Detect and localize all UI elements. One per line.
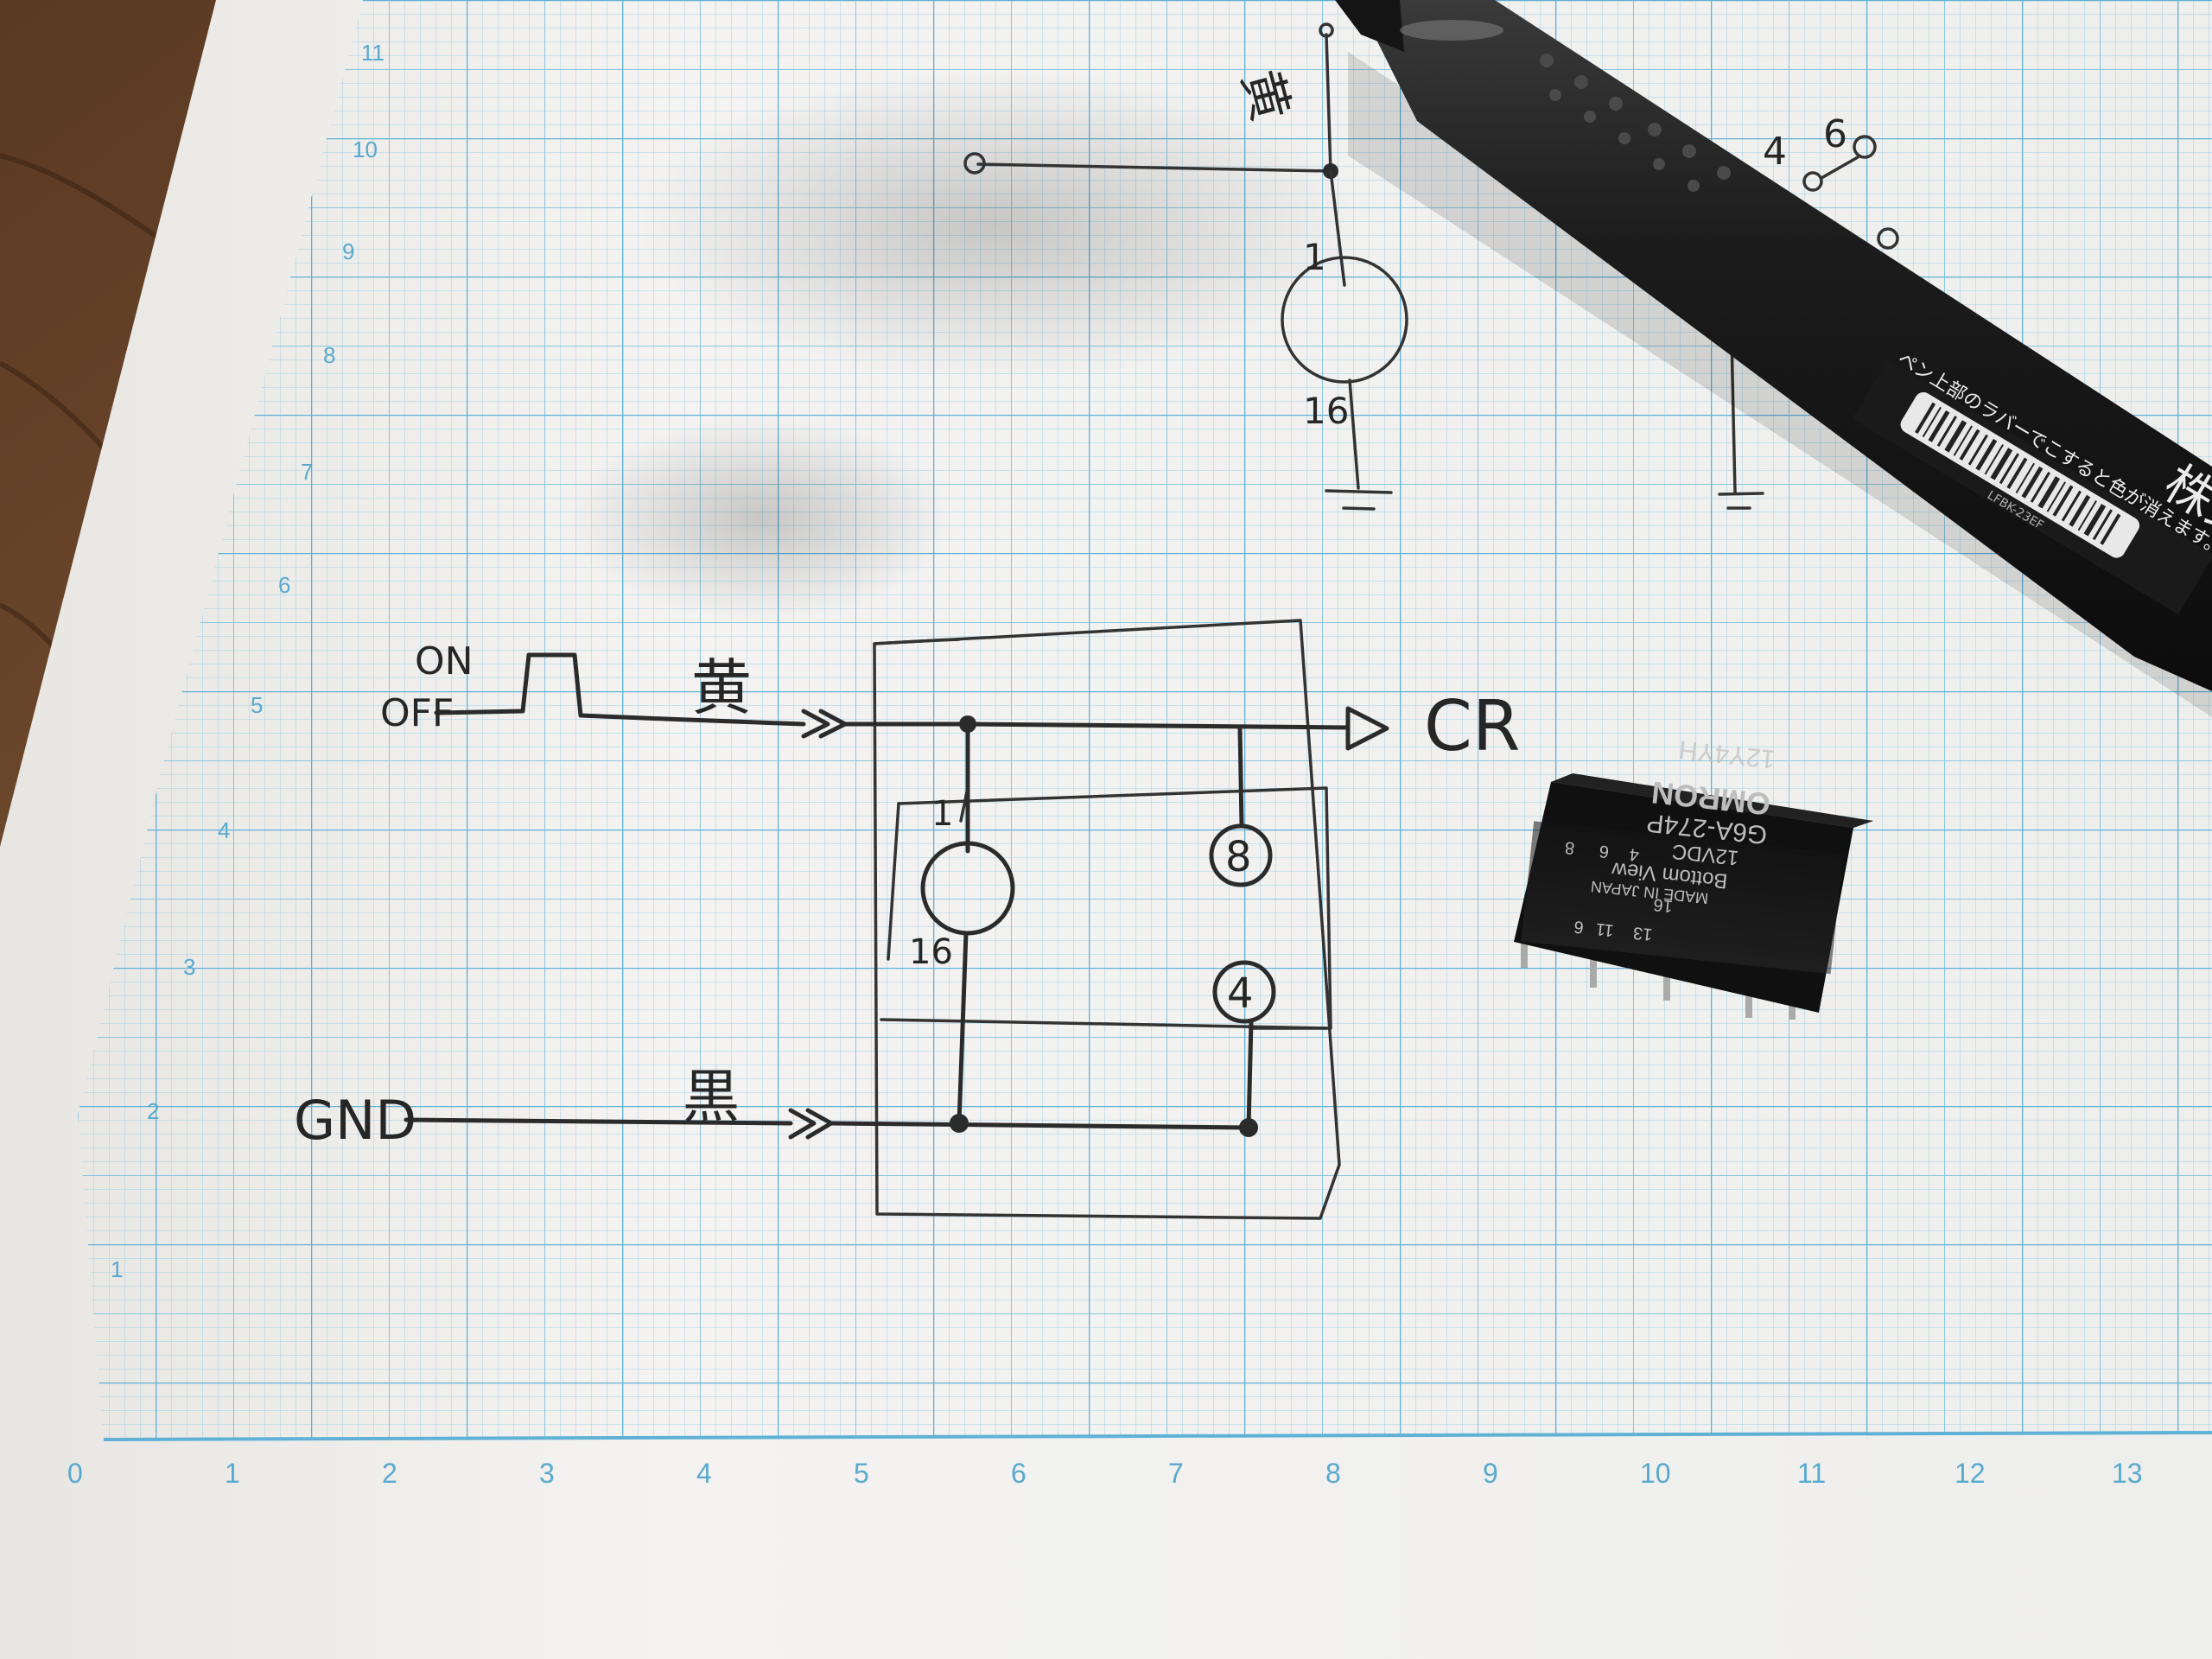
x-axis-label: 9 bbox=[1483, 1458, 1498, 1489]
y-axis-label: 11 bbox=[361, 40, 385, 66]
y-axis-label: 4 bbox=[218, 817, 230, 843]
signal-on-label: ON bbox=[415, 639, 474, 683]
x-axis-label: 13 bbox=[2112, 1458, 2143, 1489]
relay-pin-11: 11 bbox=[1595, 919, 1615, 940]
omron-relay: OMRON G6A-274P 12VDC Bottom View MADE IN… bbox=[1514, 735, 1873, 1020]
y-axis-label: 9 bbox=[342, 238, 354, 264]
coil-pin-top: 1 bbox=[931, 794, 953, 834]
paper-shadow bbox=[631, 69, 1357, 380]
relay-pin-4: 4 bbox=[1629, 844, 1640, 864]
x-axis-label: 2 bbox=[382, 1458, 397, 1489]
x-axis-label: 10 bbox=[1640, 1458, 1671, 1489]
pen-barcode bbox=[1900, 391, 2140, 558]
x-axis-label: 6 bbox=[1011, 1458, 1027, 1489]
gnd-wire-label: 黒 bbox=[683, 1064, 740, 1130]
x-axis-label: 5 bbox=[854, 1458, 869, 1489]
top-contact-pin-b: 6 bbox=[1823, 112, 1847, 156]
y-axis-labels: 1 2 3 4 5 6 7 8 9 10 11 bbox=[111, 40, 385, 1282]
pen-grip-dots bbox=[1540, 54, 1731, 192]
y-axis-label: 5 bbox=[251, 692, 263, 718]
signal-wire-label: 黄 bbox=[691, 652, 752, 723]
y-axis-label: 1 bbox=[111, 1256, 123, 1282]
pen-barcode-bars bbox=[1915, 402, 2121, 545]
relay-pin-16: 16 bbox=[1653, 894, 1674, 915]
x-axis-label: 11 bbox=[1797, 1458, 1826, 1489]
x-axis-label: 8 bbox=[1325, 1458, 1341, 1489]
y-axis-label: 7 bbox=[301, 459, 313, 485]
x-axis-label: 7 bbox=[1168, 1458, 1184, 1489]
x-axis-label: 12 bbox=[1955, 1458, 1986, 1489]
main-circuit: CR ON OFF 黄 1 16 8 4 GND 黒 bbox=[294, 619, 1520, 1220]
top-coil-pin-top: 1 bbox=[1303, 236, 1326, 278]
relay-pin-8: 8 bbox=[1564, 837, 1575, 857]
pen-tip bbox=[1335, 0, 1404, 52]
x-axis-label: 4 bbox=[696, 1458, 712, 1489]
y-axis-label: 6 bbox=[278, 572, 290, 598]
relay-pin-6a: 6 bbox=[1573, 917, 1584, 937]
ballpoint-pen: ペン上部のラバーでこすると色が消えます。 LFBK-23EF 株式 bbox=[1335, 0, 2212, 717]
coil-pin-bottom: 16 bbox=[909, 932, 953, 972]
relay-face bbox=[1551, 773, 1873, 828]
output-label: CR bbox=[1424, 686, 1520, 766]
signal-off-label: OFF bbox=[380, 691, 454, 735]
y-axis-label: 10 bbox=[353, 137, 378, 162]
grid-bottom-edge bbox=[103, 1431, 2212, 1441]
x-axis-label: 3 bbox=[539, 1458, 555, 1489]
top-contact-pin-a: 4 bbox=[1763, 130, 1787, 174]
paper-shadow bbox=[570, 415, 950, 622]
x-axis-label: 0 bbox=[67, 1458, 83, 1489]
pen-body bbox=[1357, 0, 2212, 691]
relay-pin-6b: 6 bbox=[1599, 842, 1610, 861]
gnd-label: GND bbox=[294, 1089, 416, 1152]
y-axis-label: 2 bbox=[147, 1098, 159, 1124]
y-axis-label: 3 bbox=[183, 954, 195, 980]
relay-pins bbox=[1521, 933, 1796, 1020]
y-axis-label: 8 bbox=[323, 342, 335, 368]
x-axis-label: 1 bbox=[225, 1458, 240, 1489]
top-coil-pin-bottom: 16 bbox=[1303, 390, 1349, 432]
relay-pin-13: 13 bbox=[1632, 923, 1653, 944]
contact-pin-lower: 4 bbox=[1227, 969, 1254, 1018]
pen-highlight bbox=[1400, 20, 1503, 41]
contact-pin-upper: 8 bbox=[1225, 833, 1252, 881]
